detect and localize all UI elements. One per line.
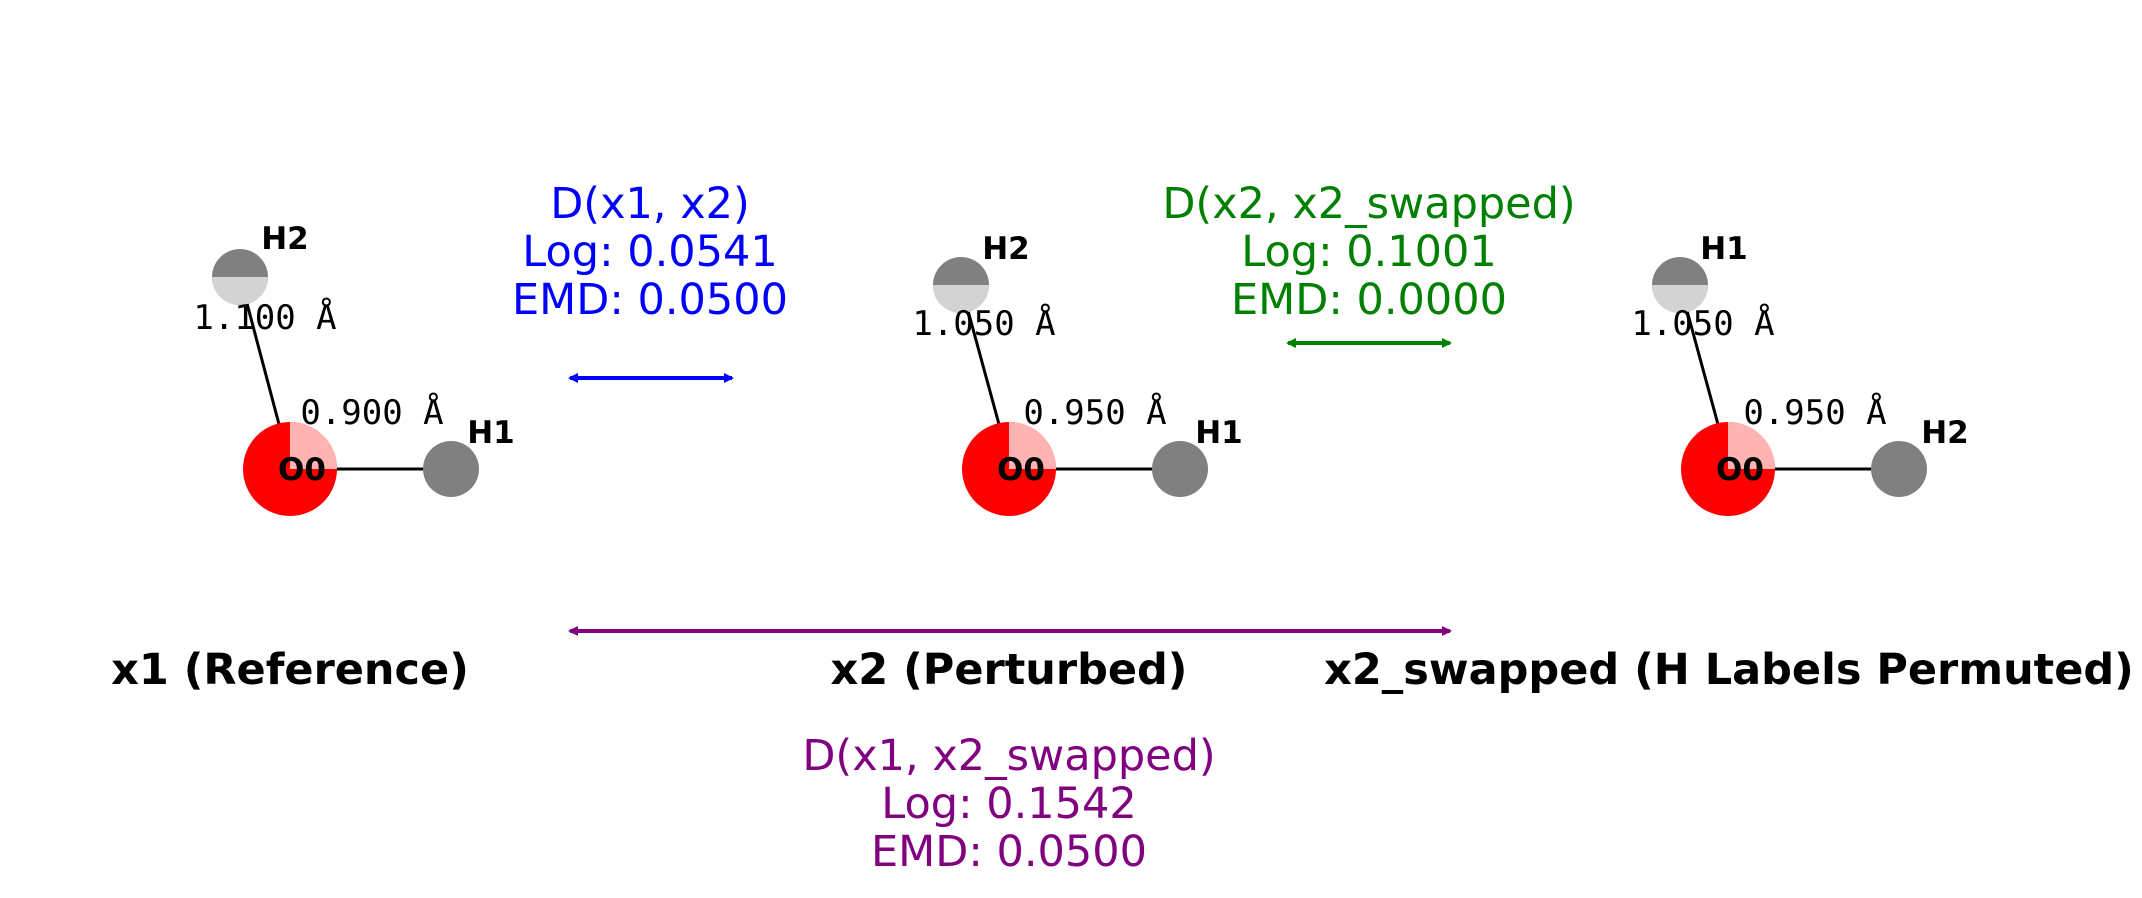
- bond-length-top: 1.100 Å: [193, 297, 336, 338]
- comparison-emd: EMD: 0.0500: [512, 275, 788, 325]
- atom-label-o: O0: [997, 452, 1045, 488]
- hydrogen-atom-top: [933, 257, 989, 313]
- oxygen-atom: [962, 422, 1056, 516]
- atom-label-h-top: H2: [982, 231, 1030, 267]
- comparison-emd: EMD: 0.0500: [871, 827, 1147, 877]
- atom-label-o: O0: [278, 452, 326, 488]
- atom-label-h-top: H2: [261, 221, 309, 257]
- bond-length-right: 0.950 Å: [1023, 392, 1166, 433]
- comparison-log: Log: 0.0541: [522, 227, 777, 277]
- bond-length-right: 0.950 Å: [1743, 392, 1886, 433]
- bond-length-top: 1.050 Å: [912, 303, 1055, 344]
- hydrogen-atom-right: [1871, 441, 1927, 497]
- comparison-x1-x2: D(x1, x2) Log: 0.0541 EMD: 0.0500: [512, 179, 788, 383]
- atom-label-h-right: H1: [1195, 415, 1243, 451]
- molecule-caption: x1 (Reference): [111, 645, 469, 695]
- hydrogen-atom-right: [423, 441, 479, 497]
- comparison-title: D(x1, x2): [550, 179, 750, 229]
- hydrogen-atom-top: [212, 249, 268, 305]
- atom-label-h-top: H1: [1700, 231, 1748, 267]
- molecule-x2: O0 H2 H1 1.050 Å 0.950 Å x2 (Perturbed): [831, 231, 1243, 695]
- comparison-log: Log: 0.1001: [1241, 227, 1496, 277]
- atom-label-h-right: H1: [467, 415, 515, 451]
- comparison-x2-x2swapped: D(x2, x2_swapped) Log: 0.1001 EMD: 0.000…: [1162, 179, 1576, 348]
- hydrogen-atom-top: [1652, 257, 1708, 313]
- molecule-x2-swapped: O0 H1 H2 1.050 Å 0.950 Å x2_swapped (H L…: [1324, 231, 2134, 695]
- comparison-title: D(x2, x2_swapped): [1162, 179, 1575, 229]
- bond-length-right: 0.900 Å: [300, 392, 443, 433]
- molecule-x1: O0 H2 H1 1.100 Å 0.900 Å x1 (Reference): [111, 221, 515, 695]
- oxygen-atom: [1681, 422, 1775, 516]
- oxygen-atom: [243, 422, 337, 516]
- comparison-emd: EMD: 0.0000: [1231, 275, 1507, 325]
- comparison-x1-x2swapped: D(x1, x2_swapped) Log: 0.1542 EMD: 0.050…: [568, 626, 1452, 877]
- atom-label-o: O0: [1716, 452, 1764, 488]
- bond-length-top: 1.050 Å: [1631, 303, 1774, 344]
- comparison-log: Log: 0.1542: [881, 779, 1136, 829]
- molecule-caption: x2 (Perturbed): [831, 645, 1188, 695]
- atom-label-h-right: H2: [1921, 415, 1969, 451]
- comparison-title: D(x1, x2_swapped): [802, 731, 1215, 781]
- hydrogen-atom-right: [1152, 441, 1208, 497]
- molecule-caption: x2_swapped (H Labels Permuted): [1324, 645, 2134, 695]
